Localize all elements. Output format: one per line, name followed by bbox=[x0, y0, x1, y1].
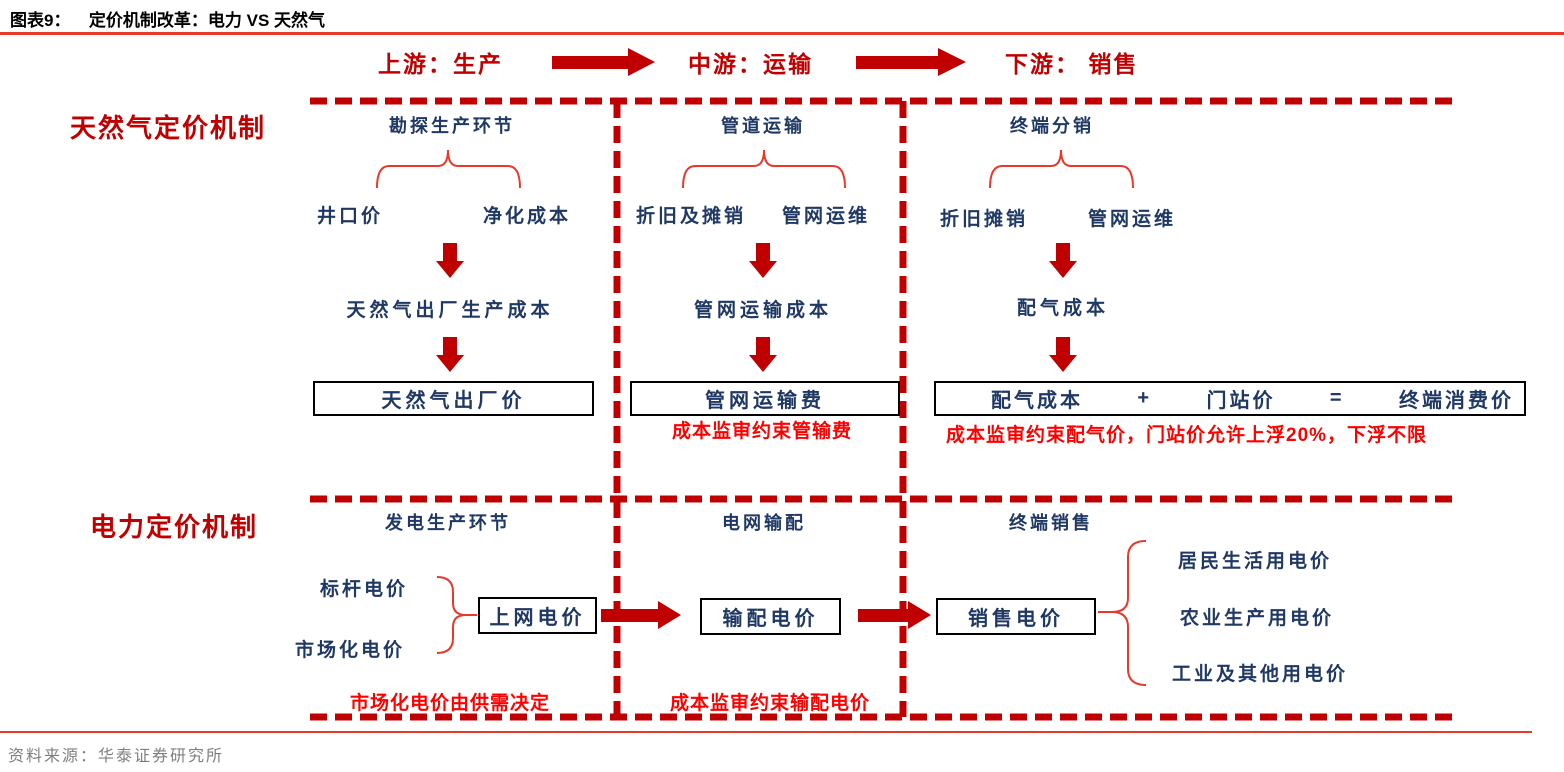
power-sale-price-arrow-icon bbox=[858, 601, 931, 629]
gas-box-distribution-cost: 配气成本 bbox=[991, 390, 1083, 412]
gas-col3-header: 终端分销 bbox=[1010, 116, 1094, 136]
gas-col2-item-depreciation: 折旧及摊销 bbox=[636, 206, 747, 227]
bottom-divider-line bbox=[0, 731, 1532, 733]
power-col3-header: 终端销售 bbox=[1009, 513, 1093, 533]
gas-col2-mid-label: 管网运输成本 bbox=[693, 300, 833, 321]
gas-box-end-consumer-price: 终端消费价 bbox=[1399, 390, 1514, 412]
gas-col1-item-purification-cost: 净化成本 bbox=[483, 206, 572, 227]
gas-col1-item-wellhead-price: 井口价 bbox=[317, 206, 384, 227]
gas-end-consumer-price-box: 配气成本 + 门站价 = 终端消费价 bbox=[934, 381, 1526, 416]
midstream-to-downstream-arrow-icon bbox=[856, 48, 966, 76]
gas-col3-mid-label: 配气成本 bbox=[1016, 298, 1110, 319]
gas-col2-header: 管道运输 bbox=[721, 116, 805, 136]
figure-label: 图表9： bbox=[10, 11, 71, 30]
figure-title: 定价机制改革：电力 VS 天然气 bbox=[88, 11, 326, 30]
gas-col2-note: 成本监审约束管输费 bbox=[671, 421, 853, 442]
power-col1-item-benchmark-price: 标杆电价 bbox=[320, 579, 409, 600]
on-grid-price-box-label: 上网电价 bbox=[489, 607, 586, 629]
sale-price-box: 销售电价 bbox=[936, 598, 1096, 635]
power-col2-header: 电网输配 bbox=[722, 513, 806, 533]
power-col3-item-industrial: 工业及其他用电价 bbox=[1172, 664, 1349, 685]
gas-box-equals-sign: = bbox=[1329, 387, 1345, 409]
gas-section-label: 天然气定价机制 bbox=[70, 113, 267, 143]
gas-col1-header: 勘探生产环节 bbox=[389, 116, 515, 136]
transmission-distribution-price-box: 输配电价 bbox=[700, 598, 841, 635]
source-note: 资料来源：华泰证券研究所 bbox=[8, 748, 225, 765]
power-col3-item-residential: 居民生活用电价 bbox=[1178, 551, 1333, 572]
power-col3-item-agricultural: 农业生产用电价 bbox=[1180, 608, 1335, 629]
gas-box-plus-sign: + bbox=[1137, 387, 1153, 409]
gas-col3-item-depreciation: 折旧摊销 bbox=[940, 209, 1029, 230]
gas-col2-arrow-down-icon-1 bbox=[749, 243, 777, 278]
gas-col3-item-network-om: 管网运维 bbox=[1088, 209, 1177, 230]
gas-col2-item-network-om: 管网运维 bbox=[782, 206, 871, 227]
sale-price-box-label: 销售电价 bbox=[968, 608, 1064, 630]
power-col1-header: 发电生产环节 bbox=[385, 513, 511, 533]
power-col1-item-market-price: 市场化电价 bbox=[295, 640, 406, 661]
upstream-to-midstream-arrow-icon bbox=[552, 48, 655, 76]
gas-box-citygate-price: 门站价 bbox=[1206, 390, 1276, 412]
power-col1-note: 市场化电价由供需决定 bbox=[349, 693, 551, 714]
power-col1-brace bbox=[436, 576, 477, 654]
pipeline-transport-fee-box: 管网运输费 bbox=[630, 381, 900, 416]
gas-col3-arrow-down-icon-2 bbox=[1049, 337, 1077, 372]
midstream-label: 中游：运输 bbox=[688, 51, 813, 77]
gas-col3-brace bbox=[989, 149, 1134, 189]
downstream-label: 下游： 销售 bbox=[1005, 51, 1139, 77]
gas-col3-arrow-down-icon-1 bbox=[1049, 243, 1077, 278]
gas-col1-arrow-down-icon-1 bbox=[436, 243, 464, 278]
gas-exfactory-price-box-label: 天然气出厂价 bbox=[381, 390, 526, 412]
on-grid-price-box: 上网电价 bbox=[478, 597, 597, 634]
gas-col1-arrow-down-icon-2 bbox=[436, 337, 464, 372]
gas-col2-brace bbox=[682, 149, 846, 189]
power-section-label: 电力定价机制 bbox=[90, 512, 259, 542]
pipeline-transport-fee-box-label: 管网运输费 bbox=[705, 390, 825, 412]
figure-title-row: 图表9： 定价机制改革：电力 VS 天然气 bbox=[10, 6, 325, 31]
gas-col2-arrow-down-icon-2 bbox=[749, 337, 777, 372]
gas-col1-brace bbox=[376, 149, 521, 189]
power-col2-note: 成本监审约束输配电价 bbox=[669, 693, 871, 714]
gas-col1-mid-label: 天然气出厂生产成本 bbox=[346, 300, 554, 321]
power-col3-brace bbox=[1098, 540, 1147, 686]
upstream-label: 上游：生产 bbox=[378, 51, 503, 77]
transmission-distribution-price-box-label: 输配电价 bbox=[722, 608, 819, 630]
title-divider-line bbox=[0, 32, 1564, 35]
power-grid-price-arrow-icon bbox=[601, 601, 681, 629]
gas-col3-note: 成本监审约束配气价，门站价允许上浮20%，下浮不限 bbox=[946, 425, 1428, 446]
gas-exfactory-price-box: 天然气出厂价 bbox=[313, 381, 594, 416]
